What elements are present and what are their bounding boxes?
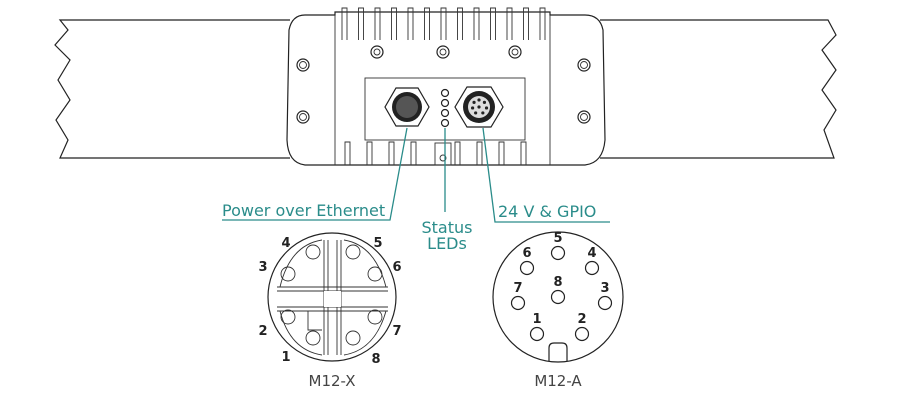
heatsink-fin	[506, 7, 513, 40]
pin-label: 5	[553, 231, 562, 246]
mounting-hole	[577, 110, 591, 124]
pin-label: 2	[577, 312, 586, 327]
pin-5	[345, 244, 361, 260]
heatsink-fin	[341, 7, 348, 40]
mounting-rail-left	[54, 19, 290, 159]
heatsink-fin	[498, 141, 505, 165]
label-leds: LEDs	[427, 234, 467, 253]
pin-6	[519, 260, 535, 276]
camera-device	[286, 7, 606, 166]
pin-label: 4	[587, 246, 596, 261]
heatsink-fin	[407, 7, 414, 40]
pin-label: 3	[600, 281, 609, 296]
mounting-rail-right	[600, 19, 837, 159]
pin-label: 2	[258, 324, 267, 339]
heatsink-fin	[374, 7, 381, 40]
pin-8	[550, 289, 566, 305]
device-port-m12a	[454, 86, 504, 128]
pin-label: 3	[258, 260, 267, 275]
heatsink-fin	[523, 7, 529, 40]
port-pin	[477, 105, 481, 109]
pin-label: 7	[392, 324, 401, 339]
heatsink-fin	[476, 141, 483, 165]
heatsink-fin	[520, 141, 527, 165]
m12x-caption: M12-X	[309, 372, 356, 390]
heatsink-fin	[388, 141, 395, 165]
pin-4	[305, 244, 321, 260]
pin-label: 6	[392, 260, 401, 275]
heatsink-fin	[490, 7, 496, 40]
label-power-over-ethernet: Power over Ethernet	[222, 201, 385, 220]
pin-5	[550, 245, 566, 261]
pin-1	[305, 330, 321, 346]
mounting-hole	[296, 58, 310, 72]
heatsink-fin	[391, 7, 397, 40]
pin-label: 5	[373, 236, 382, 251]
pin-label: 7	[513, 281, 522, 296]
heatsink-fin	[454, 141, 461, 165]
screw-icon	[436, 45, 450, 59]
heatsink-fin	[440, 7, 447, 40]
port-pin	[471, 106, 475, 110]
pin-1	[529, 326, 545, 342]
port-pin	[474, 111, 478, 115]
screw-icon	[508, 45, 522, 59]
pin-7	[510, 295, 526, 311]
pin-label: 4	[281, 236, 290, 251]
pin-3	[597, 295, 613, 311]
m12a-caption: M12-A	[534, 372, 582, 390]
m12x-pinout: 12 34 56 78 M12-X	[258, 232, 402, 390]
pin-2	[280, 309, 296, 325]
port-pin	[482, 100, 487, 104]
pin-3	[280, 266, 296, 282]
heatsink-fin	[366, 141, 373, 165]
pin-label: 8	[553, 275, 562, 290]
heatsink-fin	[473, 7, 480, 40]
leader-lines	[222, 127, 610, 223]
mounting-hole	[577, 58, 591, 72]
pin-label: 1	[532, 312, 541, 327]
label-status: Status	[422, 218, 473, 237]
pin-4	[584, 260, 600, 276]
mounting-hole	[296, 110, 310, 124]
heatsink-fin	[344, 141, 351, 165]
heatsink-fin	[457, 7, 463, 40]
pin-8	[345, 330, 361, 346]
pin-2	[574, 326, 590, 342]
pin-7	[367, 309, 383, 325]
heatsink-fin	[424, 7, 430, 40]
pin-label: 6	[522, 246, 531, 261]
port-pin	[477, 98, 481, 102]
pin-label: 1	[281, 350, 290, 365]
label-24v-gpio: 24 V & GPIO	[498, 202, 596, 221]
status-leds	[440, 88, 450, 128]
pin-label: 8	[371, 352, 380, 367]
port-pin	[472, 100, 476, 104]
heatsink-fin	[410, 141, 417, 165]
m12a-pinout: 1 2 3 4 5 6 7 8 M12-A	[492, 231, 624, 390]
port-pin	[484, 106, 489, 110]
port-pin	[481, 111, 485, 115]
device-port-m12x	[384, 87, 430, 127]
pin-6	[367, 266, 383, 282]
heatsink-fin	[358, 7, 364, 40]
screw-icon	[370, 45, 384, 59]
heatsink-fin	[539, 7, 546, 40]
